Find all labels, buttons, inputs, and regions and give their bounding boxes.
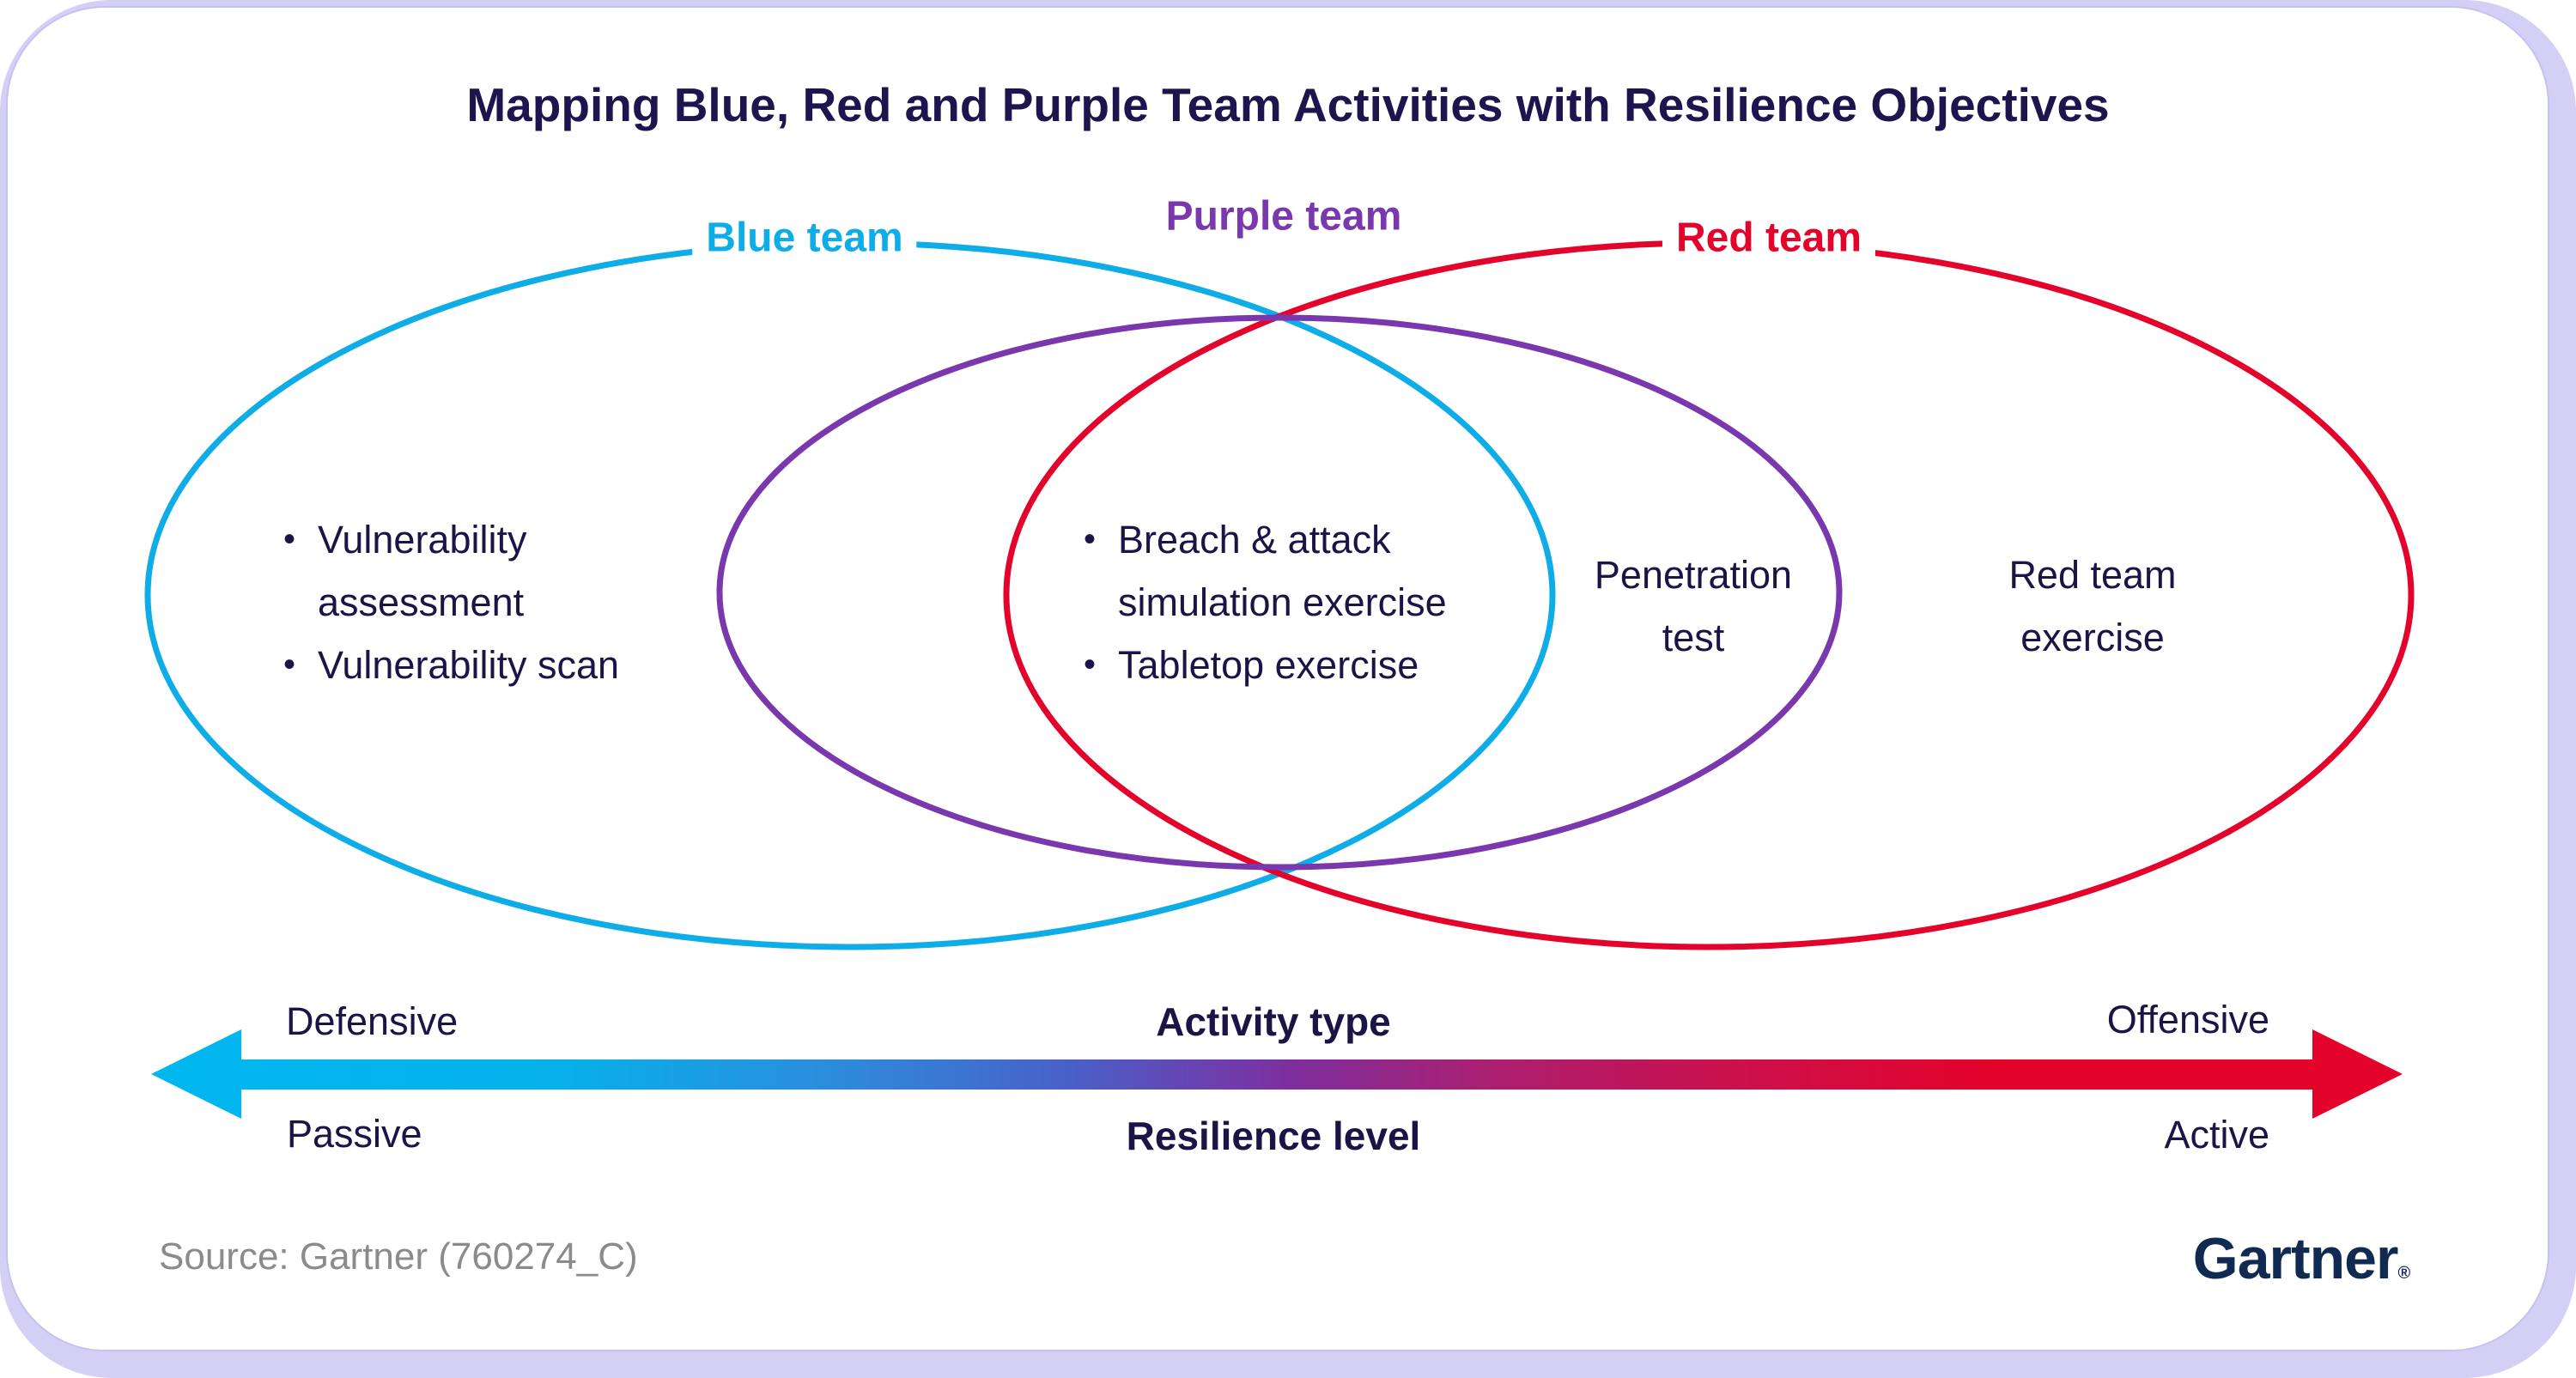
bullet-icon: • — [283, 520, 296, 558]
figure-title: Mapping Blue, Red and Purple Team Activi… — [466, 78, 2110, 131]
list-item-text: Vulnerability scan — [318, 643, 620, 687]
bullet-icon: • — [1084, 520, 1097, 558]
registered-trademark-icon: ® — [2397, 1264, 2410, 1283]
purple-team-ellipse — [716, 314, 1843, 871]
source-note: Source: Gartner (760274_C) — [159, 1235, 638, 1278]
list-item-text: Breach & attack simulation exercise — [1118, 518, 1447, 624]
axis-resilience-title: Resilience level — [1126, 1114, 1421, 1158]
gradient-axis-arrow — [151, 1029, 2403, 1119]
list-item: • Vulnerability assessment — [283, 508, 696, 634]
axis-activity-title: Activity type — [1156, 999, 1391, 1044]
list-item: • Tabletop exercise — [1084, 634, 1496, 696]
list-item-text: Vulnerability assessment — [318, 518, 527, 624]
purple-red-overlap-label: Penetration test — [1594, 553, 1793, 659]
axis-activity-right-label: Offensive — [2106, 998, 2269, 1041]
figure-card — [6, 6, 2549, 1351]
bullet-icon: • — [1084, 646, 1097, 683]
list-item: • Vulnerability scan — [283, 634, 696, 696]
purple-team-label: Purple team — [1165, 193, 1402, 240]
axis-resilience-left-label: Passive — [287, 1112, 422, 1156]
red-team-label: Red team — [1662, 215, 1876, 262]
gartner-logo: Gartner® — [2192, 1225, 2410, 1292]
list-item: • Breach & attack simulation exercise — [1084, 508, 1496, 634]
red-region-label: Red team exercise — [2008, 553, 2177, 659]
blue-team-label: Blue team — [692, 215, 917, 262]
axis-resilience-right-label: Active — [2164, 1113, 2269, 1156]
axis-activity-left-label: Defensive — [286, 999, 459, 1043]
bullet-icon: • — [283, 646, 296, 683]
list-item-text: Tabletop exercise — [1118, 643, 1419, 687]
gartner-logo-text: Gartner — [2192, 1226, 2399, 1291]
center-overlap-activity-list: • Breach & attack simulation exercise • … — [1084, 508, 1496, 696]
blue-region-activity-list: • Vulnerability assessment • Vulnerabili… — [283, 508, 696, 696]
